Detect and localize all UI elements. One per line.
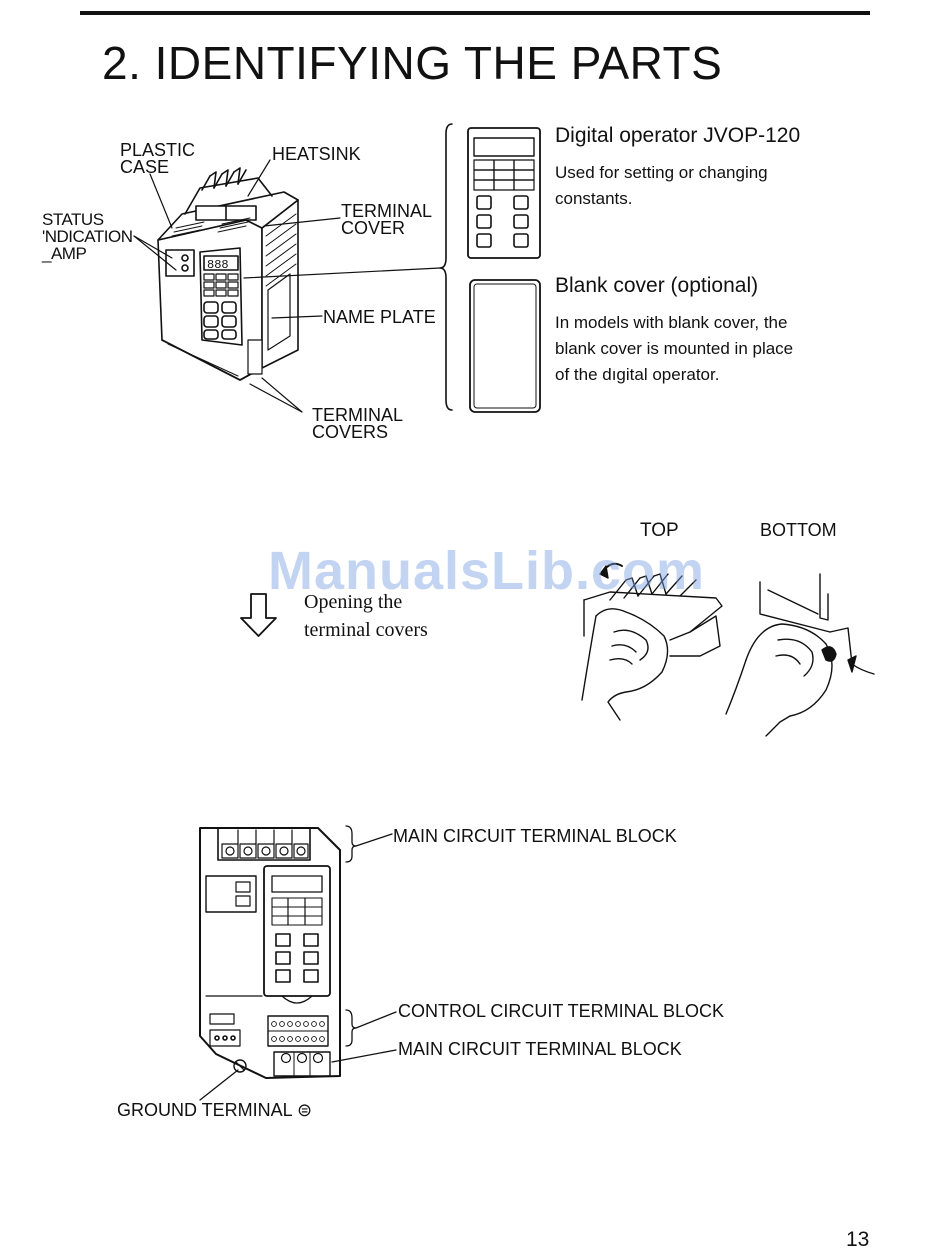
digital-operator-drawing (467, 127, 541, 259)
blank-cover-description: In models with blank cover, the blank co… (555, 313, 794, 384)
watermark: ManualsLib.com (268, 541, 706, 601)
page-number: 13 (846, 1228, 870, 1251)
inverter-front-view-drawing (199, 827, 341, 1079)
label-heatsink: HEATSINK (272, 144, 361, 164)
inverter-isometric-drawing: 888 (157, 167, 299, 381)
label-bottom: BOTTOM (760, 520, 837, 540)
opening-caption: Opening the terminal covers (304, 591, 428, 641)
label-status-indication-lamp: STATUS 'NDICATION _AMP (42, 210, 133, 263)
label-ground-terminal: GROUND TERMINAL ⊜ (117, 1100, 313, 1120)
options-brace (439, 123, 453, 411)
label-main-circuit-terminal-block-bottom: MAIN CIRCUIT TERMINAL BLOCK (398, 1039, 682, 1059)
blank-cover-drawing (469, 279, 541, 413)
top-cover-opening-drawing (581, 562, 723, 721)
digital-operator-heading: Digital operator JVOP-120 (555, 124, 801, 147)
label-top: TOP (640, 520, 679, 541)
top-rule (80, 11, 870, 15)
label-terminal-cover: TERMINAL COVER (341, 201, 433, 238)
label-name-plate: NAME PLATE (323, 307, 436, 327)
blank-cover-heading: Blank cover (optional) (555, 274, 759, 297)
label-terminal-covers: TERMINAL COVERS (312, 405, 404, 442)
bottom-diagram-leaders (199, 825, 397, 1101)
label-main-circuit-terminal-block-top: MAIN CIRCUIT TERMINAL BLOCK (393, 826, 677, 846)
label-plastic-case: PLASTIC CASE (120, 140, 196, 177)
top-diagram-leaders (133, 159, 441, 413)
label-control-circuit-terminal-block: CONTROL CIRCUIT TERMINAL BLOCK (398, 1001, 725, 1021)
bottom-cover-opening-drawing (725, 573, 875, 737)
page-title: 2. IDENTIFYING THE PARTS (102, 37, 723, 89)
down-arrow-icon (240, 593, 277, 637)
digital-operator-description: Used for setting or changing constants. (555, 163, 768, 208)
svg-text:888: 888 (207, 258, 229, 272)
